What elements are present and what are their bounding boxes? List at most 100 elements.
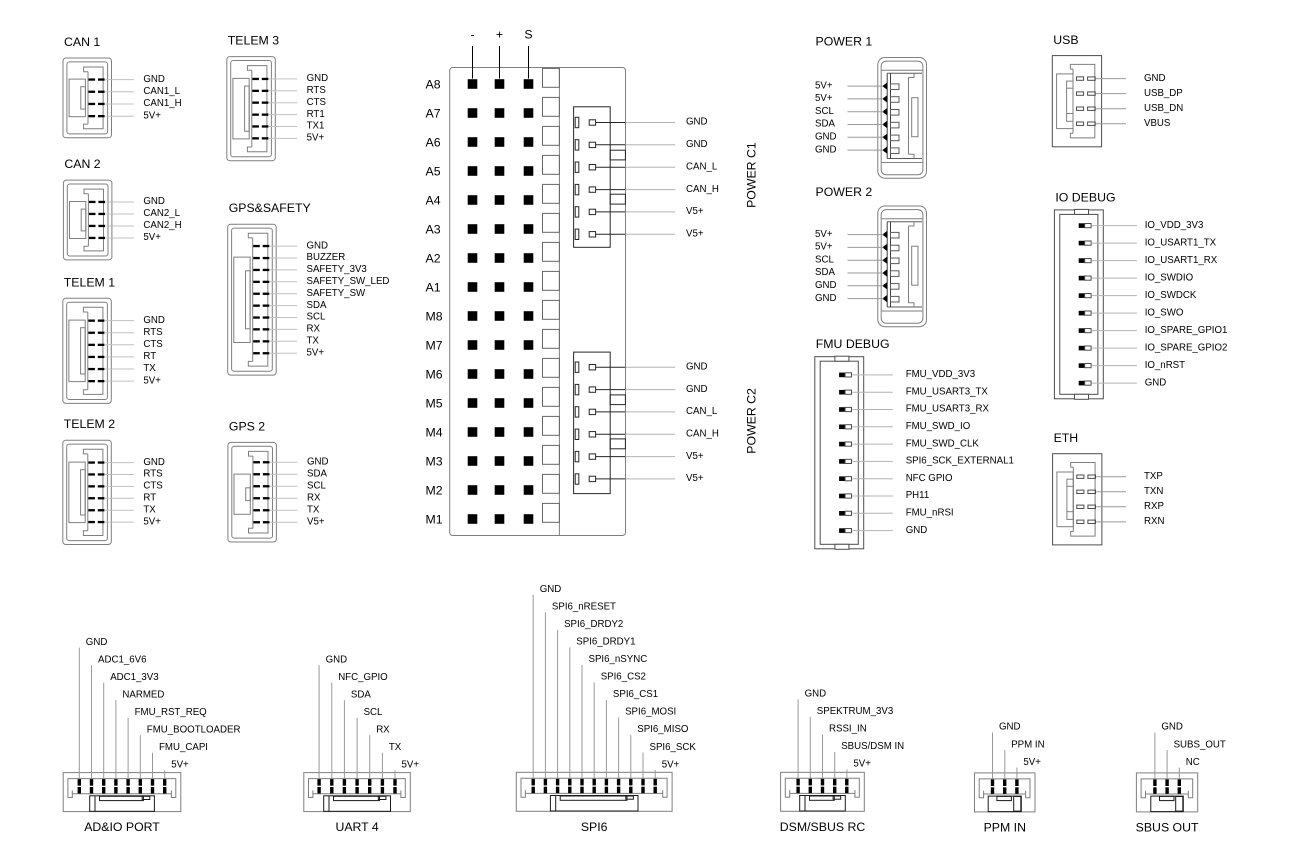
svg-text:GND: GND (1145, 377, 1167, 388)
svg-text:GND: GND (815, 280, 837, 291)
svg-text:SPEKTRUM_3V3: SPEKTRUM_3V3 (817, 706, 893, 717)
svg-text:CAN2_L: CAN2_L (143, 208, 180, 219)
svg-text:GND: GND (686, 117, 708, 128)
svg-text:GND: GND (143, 196, 165, 207)
svg-text:SAFETY_SW_LED: SAFETY_SW_LED (307, 276, 390, 287)
svg-text:SBUS OUT: SBUS OUT (1136, 821, 1199, 835)
svg-text:TELEM 2: TELEM 2 (64, 417, 115, 431)
svg-text:A1: A1 (426, 280, 441, 294)
svg-text:TX: TX (307, 336, 320, 347)
svg-text:5V+: 5V+ (1023, 757, 1041, 768)
svg-text:V5+: V5+ (686, 206, 704, 217)
svg-text:TX: TX (143, 504, 156, 515)
svg-text:USB_DN: USB_DN (1144, 103, 1183, 114)
svg-text:5V+: 5V+ (815, 80, 833, 91)
svg-text:-: - (470, 28, 474, 42)
svg-text:M5: M5 (426, 396, 443, 410)
svg-text:+: + (496, 28, 503, 42)
svg-text:POWER C1: POWER C1 (745, 142, 759, 208)
svg-text:GND: GND (307, 456, 329, 467)
svg-text:SPI6_nSYNC: SPI6_nSYNC (589, 654, 648, 665)
svg-text:FMU_SWD_IO: FMU_SWD_IO (906, 421, 971, 432)
svg-text:CAN 1: CAN 1 (64, 35, 100, 49)
svg-text:GND: GND (815, 132, 837, 143)
svg-text:CAN 2: CAN 2 (64, 157, 100, 171)
svg-text:PPM IN: PPM IN (1011, 739, 1044, 750)
svg-text:TX: TX (143, 363, 156, 374)
svg-text:VBUS: VBUS (1144, 118, 1171, 129)
svg-text:5V+: 5V+ (815, 242, 833, 253)
svg-text:SAFETY_SW: SAFETY_SW (307, 288, 367, 299)
svg-text:FMU_VDD_3V3: FMU_VDD_3V3 (906, 369, 975, 380)
svg-text:M1: M1 (426, 512, 443, 526)
svg-text:SUBS_OUT: SUBS_OUT (1174, 739, 1226, 750)
svg-text:CAN_H: CAN_H (686, 428, 719, 439)
svg-text:RT: RT (143, 493, 156, 504)
svg-text:5V+: 5V+ (307, 133, 325, 144)
svg-text:5V+: 5V+ (143, 516, 161, 527)
svg-text:RXP: RXP (1144, 501, 1164, 512)
svg-text:V5+: V5+ (307, 516, 325, 527)
svg-text:SPI6_MISO: SPI6_MISO (637, 724, 689, 735)
svg-text:GND: GND (999, 722, 1021, 733)
svg-text:IO_SPARE_GPIO1: IO_SPARE_GPIO1 (1145, 325, 1228, 336)
svg-text:A5: A5 (426, 164, 441, 178)
svg-text:GND: GND (307, 240, 329, 251)
svg-text:UART 4: UART 4 (335, 820, 378, 834)
svg-text:IO_VDD_3V3: IO_VDD_3V3 (1145, 220, 1204, 231)
svg-text:CTS: CTS (143, 481, 163, 492)
svg-text:GND: GND (143, 74, 165, 85)
svg-text:V5+: V5+ (686, 228, 704, 239)
svg-text:SPI6_SCK: SPI6_SCK (650, 742, 697, 753)
svg-text:SPI6_MOSI: SPI6_MOSI (625, 707, 676, 718)
svg-text:A6: A6 (426, 135, 441, 149)
svg-text:5V+: 5V+ (815, 93, 833, 104)
svg-text:RTS: RTS (143, 469, 163, 480)
svg-text:RXN: RXN (1144, 516, 1164, 527)
svg-text:IO DEBUG: IO DEBUG (1055, 190, 1115, 204)
svg-text:RX: RX (307, 324, 321, 335)
svg-text:M2: M2 (426, 483, 443, 497)
svg-text:IO_nRST: IO_nRST (1145, 360, 1185, 371)
svg-text:SCL: SCL (815, 106, 834, 117)
svg-text:GND: GND (686, 384, 708, 395)
svg-text:RTS: RTS (307, 85, 327, 96)
svg-text:SCL: SCL (815, 254, 834, 265)
svg-text:5V+: 5V+ (662, 759, 680, 770)
svg-text:GPS 2: GPS 2 (229, 419, 265, 433)
svg-text:SPI6_DRDY1: SPI6_DRDY1 (576, 637, 635, 648)
svg-text:RT: RT (143, 351, 156, 362)
svg-text:5V+: 5V+ (143, 110, 161, 121)
svg-text:SDA: SDA (815, 119, 835, 130)
svg-text:TX: TX (307, 504, 320, 515)
svg-text:5V+: 5V+ (143, 232, 161, 243)
svg-text:SBUS/DSM IN: SBUS/DSM IN (841, 741, 904, 752)
svg-text:GND: GND (686, 361, 708, 372)
svg-text:GND: GND (815, 293, 837, 304)
svg-text:TX1: TX1 (307, 121, 325, 132)
svg-text:POWER 2: POWER 2 (816, 185, 873, 199)
svg-text:CAN_L: CAN_L (686, 406, 718, 417)
svg-text:GND: GND (143, 315, 165, 326)
svg-text:IO_USART1_TX: IO_USART1_TX (1145, 237, 1217, 248)
svg-text:GND: GND (540, 584, 562, 595)
svg-text:S: S (524, 28, 532, 42)
svg-text:CAN2_H: CAN2_H (143, 220, 181, 231)
svg-text:POWER 1: POWER 1 (816, 35, 873, 49)
svg-text:5V+: 5V+ (171, 760, 189, 771)
svg-text:DSM/SBUS RC: DSM/SBUS RC (780, 820, 866, 834)
svg-text:M7: M7 (426, 338, 443, 352)
svg-text:FMU_USART3_RX: FMU_USART3_RX (906, 404, 990, 415)
svg-text:NARMED: NARMED (122, 689, 164, 700)
svg-text:FMU_RST_REQ: FMU_RST_REQ (135, 707, 208, 718)
svg-text:SPI6_SCK_EXTERNAL1: SPI6_SCK_EXTERNAL1 (906, 456, 1014, 467)
svg-text:IO_SWDCK: IO_SWDCK (1145, 290, 1197, 301)
svg-text:5V+: 5V+ (143, 375, 161, 386)
svg-text:USB_DP: USB_DP (1144, 88, 1183, 99)
svg-text:SCL: SCL (307, 480, 326, 491)
svg-text:SPI6_DRDY2: SPI6_DRDY2 (564, 619, 623, 630)
svg-text:M8: M8 (426, 309, 443, 323)
svg-text:5V+: 5V+ (307, 347, 325, 358)
svg-text:SDA: SDA (815, 267, 835, 278)
svg-text:ETH: ETH (1054, 431, 1079, 445)
